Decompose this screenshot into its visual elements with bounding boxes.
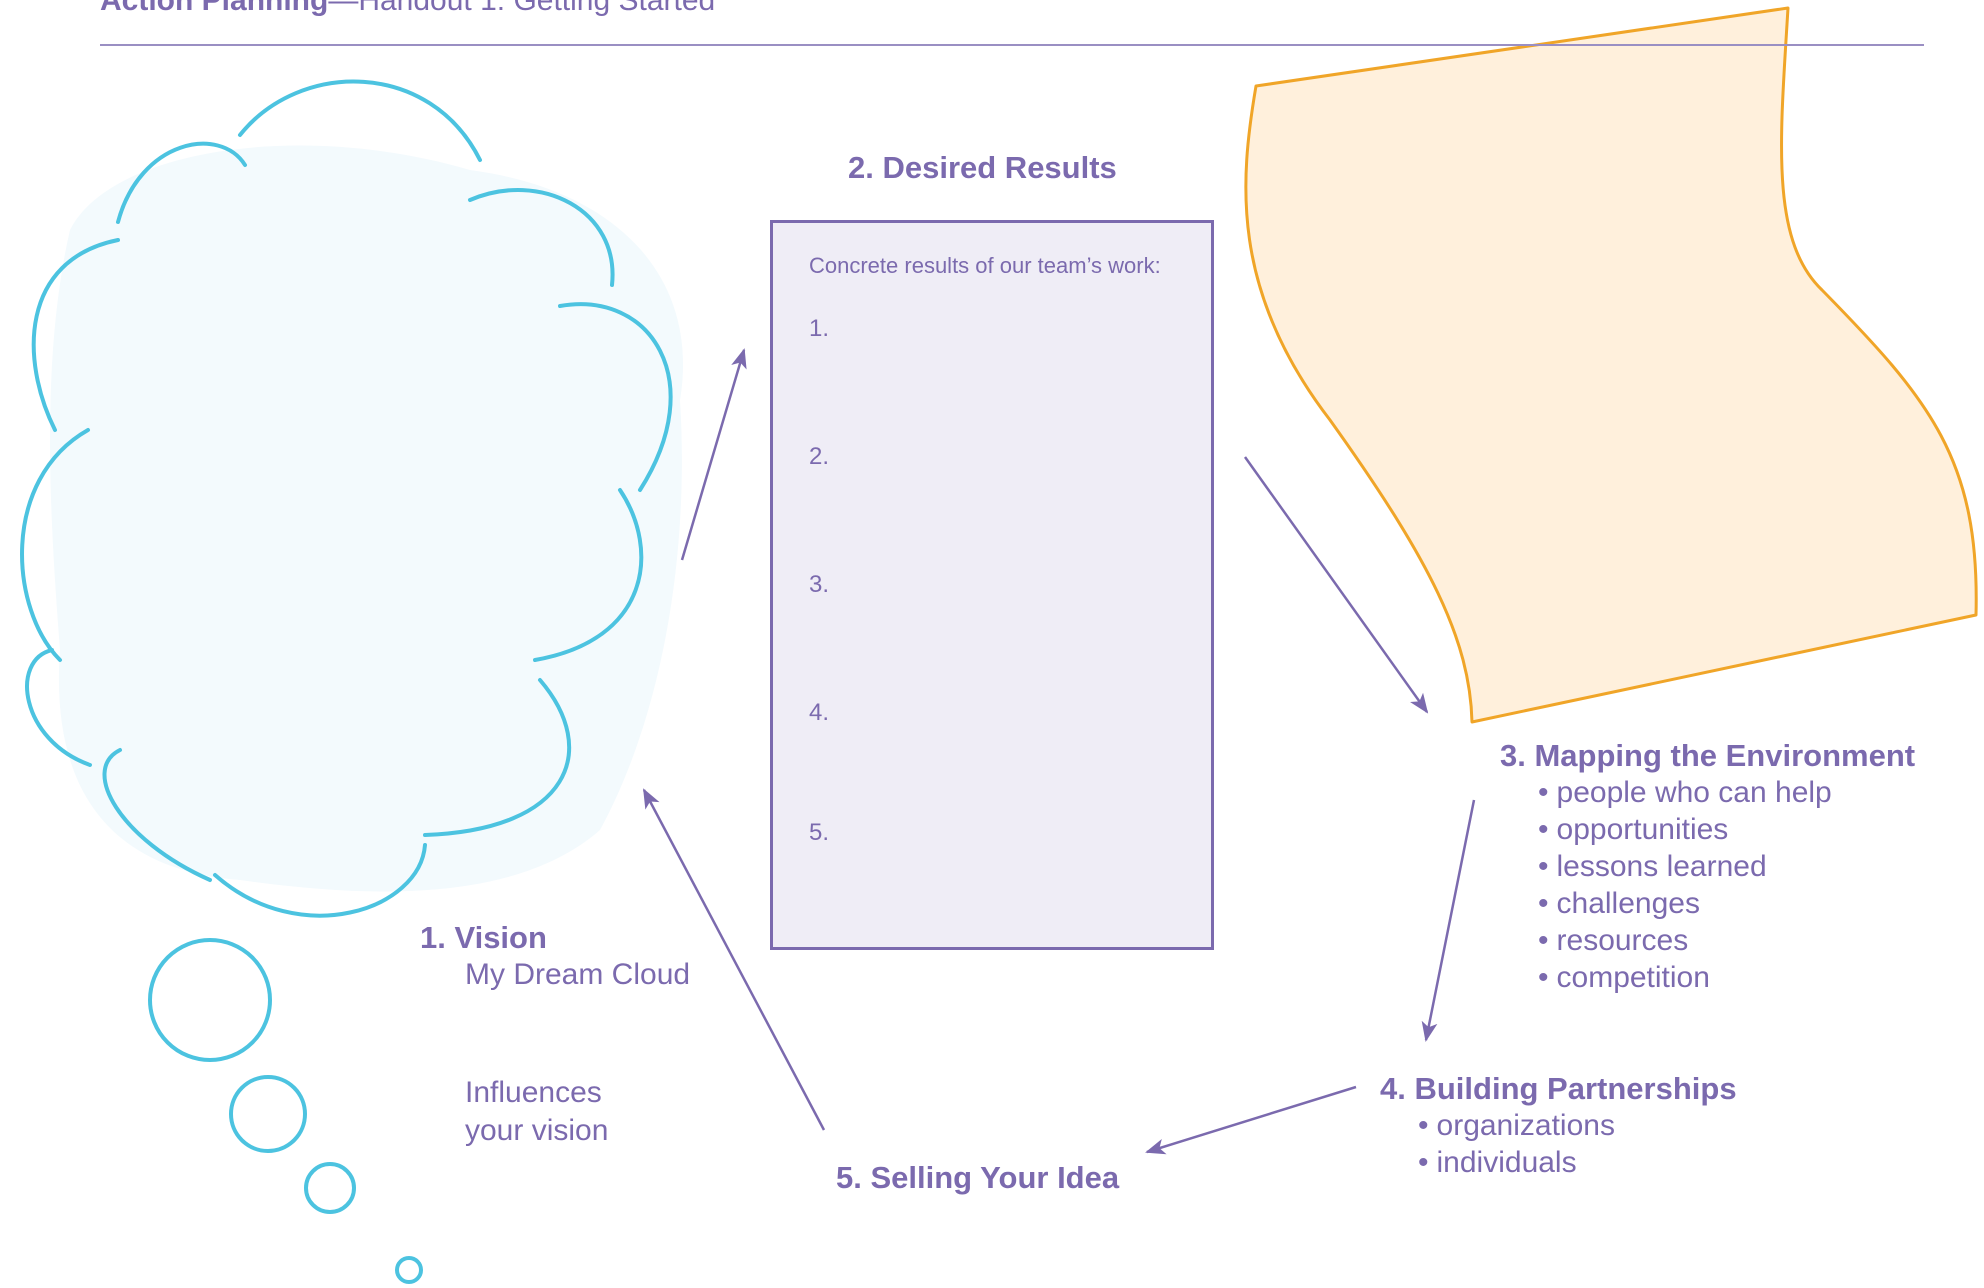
arrow-selling-to-vision [642, 788, 826, 1131]
result-number-3: 3. [809, 571, 830, 598]
selling-title: 5. Selling Your Idea [836, 1160, 1120, 1195]
vision-note-line2: your vision [465, 1114, 609, 1147]
thought-bubble-medium [229, 1075, 307, 1153]
header-divider [100, 44, 1924, 46]
arrow-vision-to-results [680, 348, 747, 561]
mapping-item: resources [1538, 922, 1832, 959]
mapping-item: challenges [1538, 885, 1832, 922]
desired-results-intro: Concrete results of our team’s work: [809, 253, 1161, 278]
partnerships-item: individuals [1418, 1144, 1615, 1181]
desired-results-box: Concrete results of our team’s work: 1. … [770, 220, 1214, 950]
partnerships-title: 4. Building Partnerships [1380, 1071, 1737, 1106]
dream-cloud [20, 79, 684, 1284]
header-subtitle: —Handout 1: Getting Started [328, 0, 716, 17]
partnerships-list: organizations individuals [1418, 1107, 1615, 1181]
partnerships-item: organizations [1418, 1107, 1615, 1144]
thought-bubble-tiny [395, 1256, 423, 1284]
vision-note-line1: Influences [465, 1076, 602, 1109]
page-header: Action Planning—Handout 1: Getting Start… [100, 0, 715, 18]
thought-bubble-large [148, 938, 272, 1062]
cloud-outline [238, 79, 482, 162]
result-number-2: 2. [809, 443, 830, 470]
thought-bubble-small [304, 1162, 356, 1214]
result-number-4: 4. [809, 699, 830, 726]
arrow-partnerships-to-selling [1145, 1085, 1357, 1155]
cloud-fill [50, 145, 684, 892]
mapping-item: people who can help [1538, 774, 1832, 811]
desired-results-title: 2. Desired Results [848, 150, 1117, 185]
header-title: Action Planning [100, 0, 329, 17]
arrow-results-to-mapping [1243, 456, 1429, 714]
result-number-5: 5. [809, 819, 830, 846]
result-number-1: 1. [809, 315, 830, 342]
environment-map-paper [1244, 6, 1978, 724]
mapping-title: 3. Mapping the Environment [1500, 738, 1916, 773]
mapping-item: lessons learned [1538, 848, 1832, 885]
mapping-item: competition [1538, 959, 1832, 996]
arrow-mapping-to-partnerships [1421, 799, 1476, 1042]
mapping-item: opportunities [1538, 811, 1832, 848]
mapping-list: people who can help opportunities lesson… [1538, 774, 1832, 996]
vision-subtitle: My Dream Cloud [465, 958, 691, 991]
vision-title: 1. Vision [420, 920, 547, 955]
